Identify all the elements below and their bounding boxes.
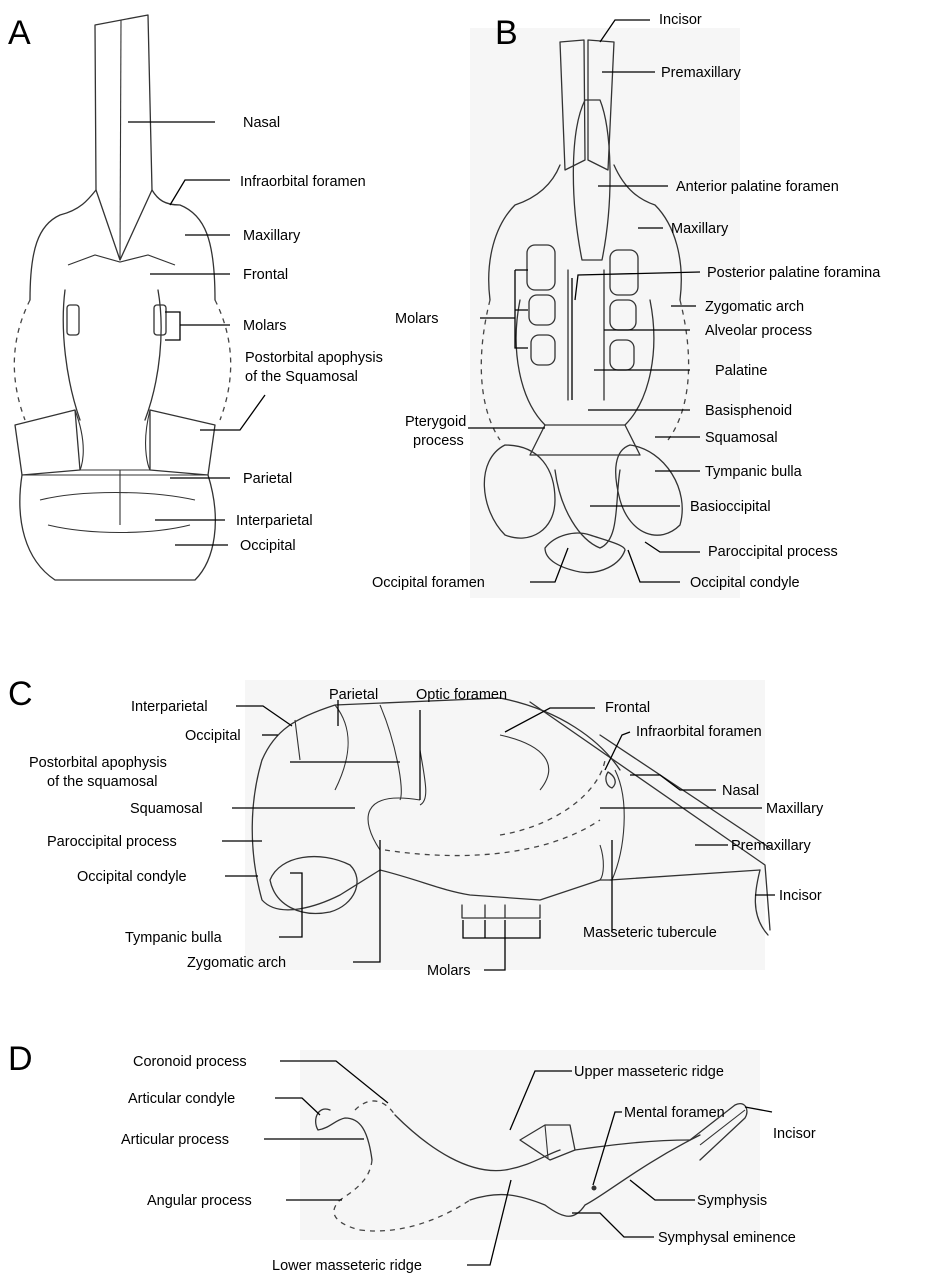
label-b-occipital-foramen: Occipital foramen bbox=[372, 575, 485, 591]
label-b-occipital-condyle: Occipital condyle bbox=[690, 575, 800, 591]
label-d-articular-process: Articular process bbox=[121, 1132, 229, 1148]
label-b-squamosal: Squamosal bbox=[705, 430, 778, 446]
mental-foramen-dot bbox=[592, 1186, 597, 1191]
label-c-interparietal: Interparietal bbox=[131, 699, 208, 715]
label-c-paroccipital-process: Paroccipital process bbox=[47, 834, 177, 850]
label-a-postorbital-line2: of the Squamosal bbox=[245, 369, 358, 385]
panel-b: B bbox=[372, 12, 881, 598]
label-b-premaxillary: Premaxillary bbox=[661, 65, 742, 81]
panel-a: A bbox=[8, 14, 383, 580]
label-a-frontal: Frontal bbox=[243, 267, 288, 283]
labels-a: Nasal Infraorbital foramen Maxillary Fro… bbox=[236, 115, 383, 554]
label-c-premaxillary: Premaxillary bbox=[731, 838, 812, 854]
label-c-nasal: Nasal bbox=[722, 783, 759, 799]
label-c-frontal: Frontal bbox=[605, 700, 650, 716]
label-d-lower-masseteric-ridge: Lower masseteric ridge bbox=[272, 1258, 422, 1274]
panel-letter-a: A bbox=[8, 14, 31, 52]
label-b-alveolar-process: Alveolar process bbox=[705, 323, 812, 339]
panel-letter-c: C bbox=[8, 675, 33, 713]
skull-dorsal-drawing bbox=[14, 15, 230, 580]
label-b-anterior-palatine-foramen: Anterior palatine foramen bbox=[676, 179, 839, 195]
label-c-postorbital-line1: Postorbital apophysis bbox=[29, 755, 167, 771]
label-b-basioccipital: Basioccipital bbox=[690, 499, 771, 515]
label-c-masseteric-tubercule: Masseteric tubercule bbox=[583, 925, 717, 941]
label-b-incisor: Incisor bbox=[659, 12, 702, 28]
panel-d: D bbox=[8, 1040, 816, 1274]
label-c-occipital: Occipital bbox=[185, 728, 241, 744]
label-c-occipital-condyle: Occipital condyle bbox=[77, 869, 187, 885]
label-d-coronoid-process: Coronoid process bbox=[133, 1054, 247, 1070]
label-d-angular-process: Angular process bbox=[147, 1193, 252, 1209]
label-d-incisor: Incisor bbox=[773, 1126, 816, 1142]
label-c-incisor: Incisor bbox=[779, 888, 822, 904]
label-c-zygomatic-arch: Zygomatic arch bbox=[187, 955, 286, 971]
label-a-parietal: Parietal bbox=[243, 471, 292, 487]
label-c-optic-foramen: Optic foramen bbox=[416, 687, 507, 703]
panel-c: C bbox=[8, 675, 824, 979]
label-b-basisphenoid: Basisphenoid bbox=[705, 403, 792, 419]
label-d-mental-foramen: Mental foramen bbox=[624, 1105, 725, 1121]
label-d-upper-masseteric-ridge: Upper masseteric ridge bbox=[574, 1064, 724, 1080]
label-b-maxillary: Maxillary bbox=[671, 221, 729, 237]
label-c-molars: Molars bbox=[427, 963, 471, 979]
label-b-palatine: Palatine bbox=[715, 363, 767, 379]
label-b-posterior-palatine-foramina: Posterior palatine foramina bbox=[707, 265, 881, 281]
panel-letter-b: B bbox=[495, 14, 518, 52]
label-a-infraorbital-foramen: Infraorbital foramen bbox=[240, 174, 366, 190]
label-a-molars: Molars bbox=[243, 318, 287, 334]
panel-letter-d: D bbox=[8, 1040, 33, 1078]
label-b-pterygoid-line1: Pterygoid bbox=[405, 414, 466, 430]
label-c-squamosal: Squamosal bbox=[130, 801, 203, 817]
label-c-postorbital-line2: of the squamosal bbox=[47, 774, 157, 790]
label-a-maxillary: Maxillary bbox=[243, 228, 301, 244]
label-c-maxillary: Maxillary bbox=[766, 801, 824, 817]
label-b-molars: Molars bbox=[395, 311, 439, 327]
label-d-articular-condyle: Articular condyle bbox=[128, 1091, 235, 1107]
label-c-parietal: Parietal bbox=[329, 687, 378, 703]
label-b-paroccipital-process: Paroccipital process bbox=[708, 544, 838, 560]
label-d-symphysal-eminence: Symphysal eminence bbox=[658, 1230, 796, 1246]
label-c-infraorbital-foramen: Infraorbital foramen bbox=[636, 724, 762, 740]
label-a-occipital: Occipital bbox=[240, 538, 296, 554]
label-a-postorbital-line1: Postorbital apophysis bbox=[245, 350, 383, 366]
label-b-zygomatic-arch: Zygomatic arch bbox=[705, 299, 804, 315]
label-d-symphysis: Symphysis bbox=[697, 1193, 767, 1209]
label-b-tympanic-bulla: Tympanic bulla bbox=[705, 464, 803, 480]
label-c-tympanic-bulla: Tympanic bulla bbox=[125, 930, 223, 946]
label-a-interparietal: Interparietal bbox=[236, 513, 313, 529]
label-b-pterygoid-line2: process bbox=[413, 433, 464, 449]
label-a-nasal: Nasal bbox=[243, 115, 280, 131]
